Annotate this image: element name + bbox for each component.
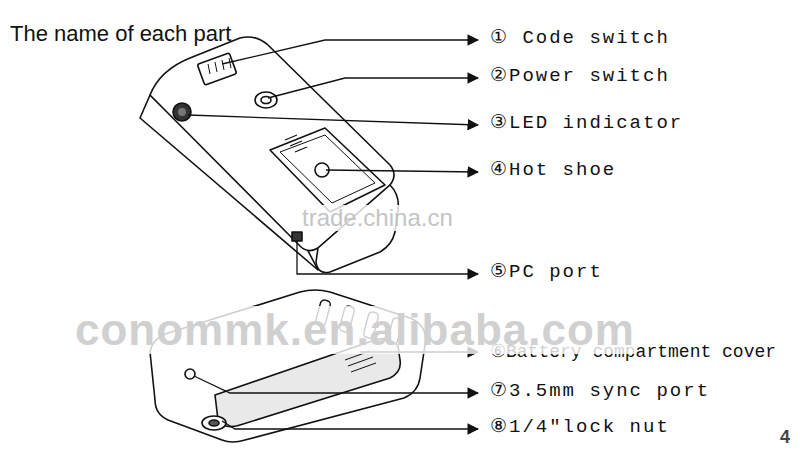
leader-line bbox=[188, 115, 478, 125]
leader-line bbox=[194, 376, 478, 393]
watermark: trade.china.cn bbox=[302, 205, 453, 231]
code-switch-part bbox=[197, 53, 236, 85]
power-switch-part bbox=[255, 92, 277, 108]
led-indicator-part bbox=[173, 103, 191, 121]
leader-line bbox=[297, 241, 478, 274]
part-name: ⑤PC port bbox=[490, 262, 603, 283]
sync-port-part bbox=[185, 369, 195, 379]
part-name: ②Power switch bbox=[490, 66, 670, 87]
hot-shoe-ribs bbox=[285, 135, 307, 152]
pc-port-part bbox=[292, 232, 302, 241]
part-name: ⑦3.5mm sync port bbox=[490, 381, 710, 402]
diagram-title: The name of each part bbox=[10, 22, 231, 46]
lock-nut-hole bbox=[209, 420, 219, 426]
part-name: ③LED indicator bbox=[490, 113, 683, 134]
lock-nut-part bbox=[202, 416, 226, 430]
page-number: 4 bbox=[780, 428, 790, 448]
watermark: conommk.en.alibaba.com bbox=[75, 306, 635, 354]
part-name: ① Code switch bbox=[490, 28, 670, 49]
led-lens bbox=[178, 108, 186, 116]
leader-line bbox=[222, 40, 478, 64]
part-name: ④Hot shoe bbox=[490, 160, 616, 181]
code-switch-teeth bbox=[208, 58, 231, 74]
leader-line bbox=[268, 78, 478, 98]
leader-line bbox=[222, 421, 478, 429]
part-name: ⑧1/4"lock nut bbox=[490, 417, 670, 438]
leader-line bbox=[326, 170, 478, 172]
hot-shoe-rail bbox=[280, 135, 375, 203]
